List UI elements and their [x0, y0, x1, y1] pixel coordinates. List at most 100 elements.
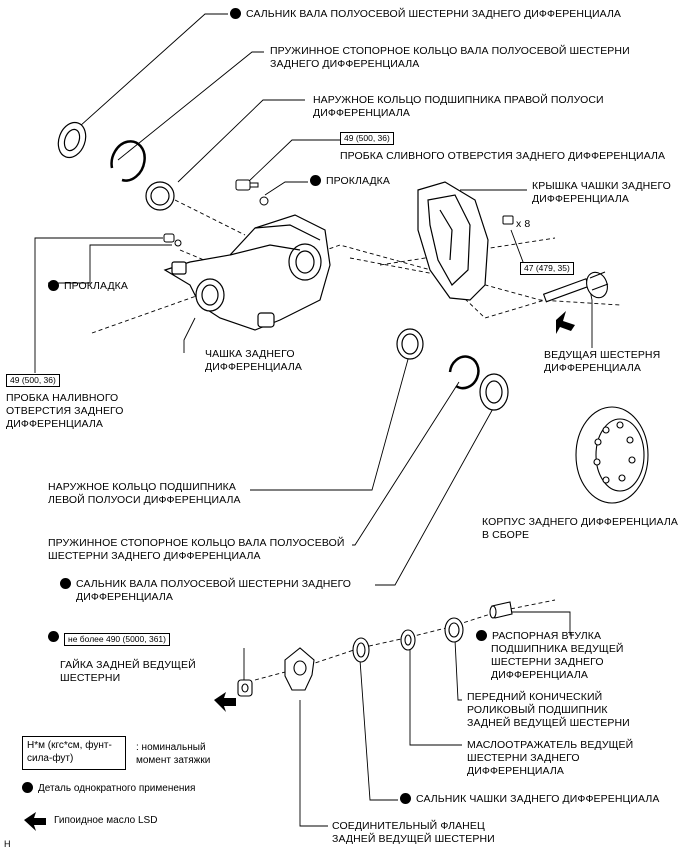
label-flange-a: СОЕДИНИТЕЛЬНЫЙ ФЛАНЕЦ: [332, 820, 485, 832]
label-diff-case-a: КОРПУС ЗАДНЕГО ДИФФЕРЕНЦИАЛА: [482, 516, 678, 528]
one-time-use-icon: [22, 782, 33, 793]
leader-line: [48, 244, 172, 284]
leader-line: [299, 700, 328, 827]
icon-one-time-nut: [48, 631, 64, 644]
label-snap-ring-right-a: ПРУЖИННОЕ СТОПОРНОЕ КОЛЬЦО ВАЛА ПОЛУОСЕВ…: [270, 45, 630, 57]
label-pinion-b: ДИФФЕРЕНЦИАЛА: [544, 362, 641, 374]
leader-line: [589, 289, 593, 348]
label-front-bearing-a: ПЕРЕДНИЙ КОНИЧЕСКИЙ: [467, 691, 603, 703]
label-fill-plug-c: ДИФФЕРЕНЦИАЛА: [6, 418, 103, 430]
label-outer-race-right-b: ДИФФЕРЕНЦИАЛА: [313, 107, 410, 119]
label-snap-ring-left-b: ШЕСТЕРНИ ЗАДНЕГО ДИФФЕРЕНЦИАЛА: [48, 550, 261, 562]
label-outer-race-right-a: НАРУЖНОЕ КОЛЬЦО ПОДШИПНИКА ПРАВОЙ ПОЛУОС…: [313, 94, 604, 106]
front-bearing: [444, 617, 464, 643]
label-gasket-fill: ПРОКЛАДКА: [48, 280, 128, 293]
side-seal-right: [57, 121, 87, 159]
label-side-seal-left-a: САЛЬНИК ВАЛА ПОЛУОСЕВОЙ ШЕСТЕРНИ ЗАДНЕГО: [60, 578, 351, 591]
label-flange-b: ЗАДНЕЙ ВЕДУЩЕЙ ШЕСТЕРНИ: [332, 833, 495, 845]
leader-line: [499, 611, 574, 636]
legend-units-desc-a: : номинальный: [136, 742, 206, 753]
label-spacer-c: ШЕСТЕРНИ ЗАДНЕГО: [491, 656, 604, 668]
legend-oil-arrow: [24, 812, 46, 831]
leader-line: [69, 13, 228, 136]
diff-case-assembly: [575, 406, 649, 504]
label-outer-race-left-b: ЛЕВОЙ ПОЛУОСИ ДИФФЕРЕНЦИАЛА: [48, 494, 241, 506]
label-nut-b: ШЕСТЕРНИ: [60, 672, 121, 684]
label-fill-plug-b: ОТВЕРСТИЯ ЗАДНЕГО: [6, 405, 124, 417]
assembly-axis: [379, 237, 556, 266]
label-slinger-b: ШЕСТЕРНИ ЗАДНЕГО: [467, 752, 580, 764]
leader-line: [177, 99, 305, 183]
label-cover-b: ДИФФЕРЕНЦИАЛА: [532, 193, 629, 205]
one-time-use-icon: [60, 578, 71, 589]
label-side-seal-left-b: ДИФФЕРЕНЦИАЛА: [76, 591, 173, 603]
leader-line: [510, 229, 524, 265]
label-diff-case-b: В СБОРЕ: [482, 529, 530, 541]
label-slinger-c: ДИФФЕРЕНЦИАЛА: [467, 765, 564, 777]
label-spacer-a: РАСПОРНАЯ ВТУЛКА: [476, 630, 601, 643]
one-time-use-icon: [48, 631, 59, 642]
label-spacer-b: ПОДШИПНИКА ВЕДУЩЕЙ: [491, 643, 624, 655]
front-oil-seal: [352, 637, 370, 663]
label-front-bearing-b: РОЛИКОВЫЙ ПОДШИПНИК: [467, 704, 608, 716]
side-seal-left: [479, 373, 509, 411]
bearing-spacer: [489, 601, 513, 619]
torque-cover-bolt: 47 (479, 35): [520, 262, 574, 275]
oil-arrow: [556, 311, 575, 334]
torque-drain-plug: 49 (500, 36): [340, 132, 394, 145]
leader-line: [246, 139, 340, 184]
legend-one-time: Деталь однократного применения: [22, 782, 195, 795]
label-carrier-b: ДИФФЕРЕНЦИАЛА: [205, 361, 302, 373]
label-bolt-count: x 8: [516, 218, 531, 230]
legend-units-b: сила-фут): [27, 753, 74, 764]
one-time-use-icon: [230, 8, 241, 19]
one-time-use-icon: [310, 175, 321, 186]
label-pinion-a: ВЕДУЩАЯ ШЕСТЕРНЯ: [544, 349, 661, 361]
label-drain-plug: ПРОБКА СЛИВНОГО ОТВЕРСТИЯ ЗАДНЕГО ДИФФЕР…: [340, 150, 666, 162]
leader-line: [264, 181, 308, 196]
outer-race-right: [145, 181, 175, 211]
label-side-seal-right: САЛЬНИК ВАЛА ПОЛУОСЕВОЙ ШЕСТЕРНИ ЗАДНЕГО…: [230, 8, 621, 21]
leader-line: [359, 659, 398, 801]
label-snap-ring-left-a: ПРУЖИННОЕ СТОПОРНОЕ КОЛЬЦО ВАЛА ПОЛУОСЕВ…: [48, 537, 345, 549]
leader-line: [183, 317, 196, 353]
leader-line: [409, 650, 462, 746]
label-spacer-d: ДИФФЕРЕНЦИАЛА: [491, 669, 588, 681]
oil-arrow-nut: [214, 692, 236, 712]
legend-units-a: Н*м (кгс*см, фунт-: [27, 740, 112, 751]
cover-bolt: [502, 215, 514, 225]
label-cover-a: КРЫШКА ЧАШКИ ЗАДНЕГО: [532, 180, 671, 192]
legend-torque-units: Н*м (кгс*см, фунт- сила-фут): [22, 736, 126, 770]
assembly-axis: [91, 244, 621, 334]
leader-line: [250, 351, 411, 491]
label-fill-plug-a: ПРОБКА НАЛИВНОГО: [6, 392, 119, 404]
fill-plug: [163, 233, 182, 247]
drain-plug: [235, 179, 269, 206]
legend-units-desc-b: момент затяжки: [136, 755, 211, 766]
torque-pinion-nut: не более 490 (5000, 361): [64, 633, 170, 646]
leader-line: [375, 404, 496, 586]
label-carrier-a: ЧАШКА ЗАДНЕГО: [205, 348, 295, 360]
label-slinger-a: МАСЛООТРАЖАТЕЛЬ ВЕДУЩЕЙ: [467, 739, 634, 751]
snap-ring-right: [110, 140, 146, 182]
one-time-use-icon: [48, 280, 59, 291]
legend-oil: Гипоидное масло LSD: [54, 815, 158, 826]
label-gasket-drain: ПРОКЛАДКА: [310, 175, 390, 188]
one-time-use-icon: [400, 793, 411, 804]
drive-pinion: [542, 271, 609, 303]
one-time-use-icon: [476, 630, 487, 641]
pinion-nut: [237, 679, 253, 697]
label-front-seal: САЛЬНИК ЧАШКИ ЗАДНЕГО ДИФФЕРЕНЦИАЛА: [400, 793, 659, 806]
assembly-axis: [174, 199, 246, 236]
outer-race-left: [396, 328, 424, 360]
companion-flange: [284, 647, 315, 691]
label-snap-ring-right-b: ЗАДНЕГО ДИФФЕРЕНЦИАЛА: [270, 58, 420, 70]
label-front-bearing-c: ЗАДНЕЙ ВЕДУЩЕЙ ШЕСТЕРНИ: [467, 717, 630, 729]
carrier-housing: [163, 214, 331, 331]
label-outer-race-left-a: НАРУЖНОЕ КОЛЬЦО ПОДШИПНИКА: [48, 481, 237, 493]
oil-slinger: [400, 629, 416, 651]
snap-ring-left: [448, 355, 480, 390]
label-nut-a: ГАЙКА ЗАДНЕЙ ВЕДУЩЕЙ: [60, 659, 196, 671]
